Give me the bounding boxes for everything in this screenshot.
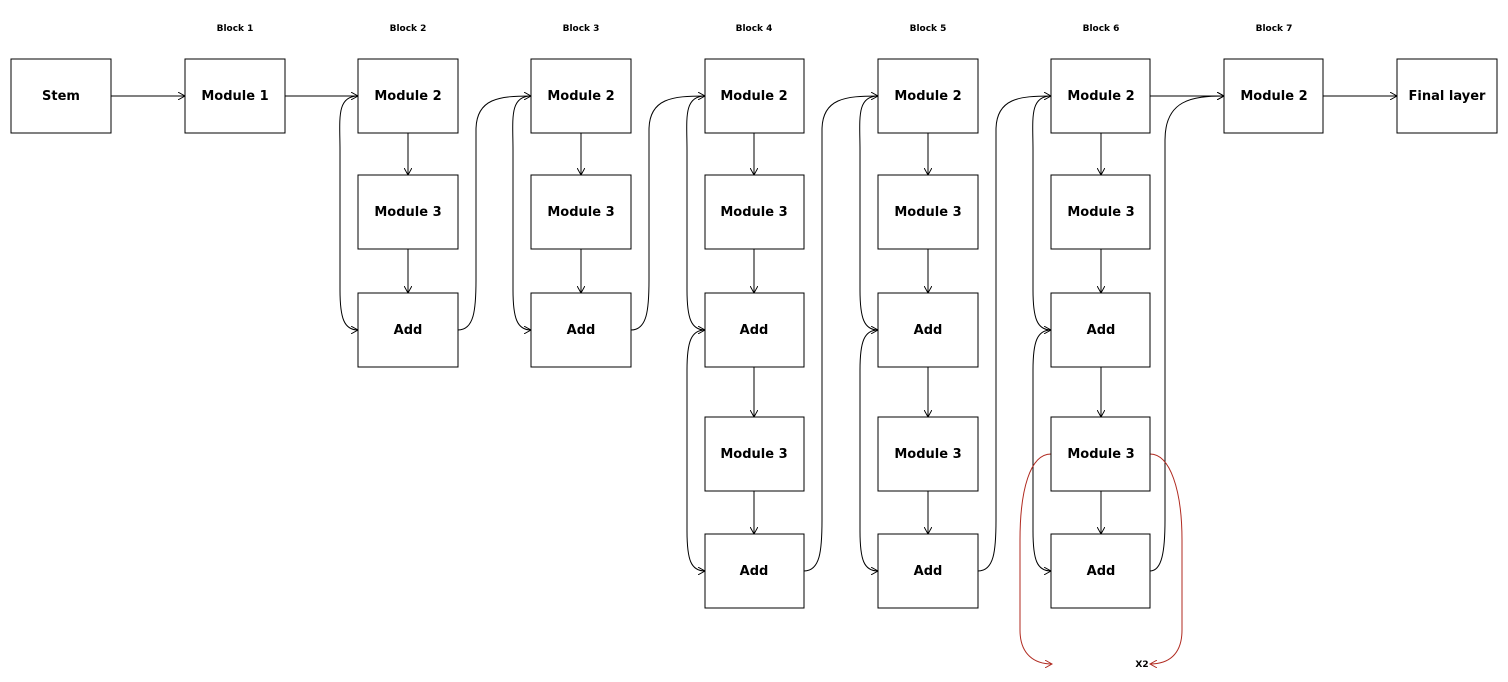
- repeat-loop-right: [1150, 453, 1183, 664]
- edge-b6-skip2: [1032, 329, 1051, 571]
- node-label: Final layer: [1409, 89, 1486, 104]
- node-label: Module 3: [547, 205, 614, 220]
- node-block4-add-b: Add: [704, 533, 805, 609]
- node-label: Module 3: [1067, 447, 1134, 462]
- node-label: Module 2: [374, 89, 441, 104]
- block-labels: Block 1 Block 2 Block 3 Block 4 Block 5 …: [217, 24, 1293, 34]
- node-block3-module2: Module 2: [530, 58, 632, 134]
- node-block6-add-b: Add: [1050, 533, 1151, 609]
- block-label-5: Block 5: [910, 24, 947, 34]
- node-block3-add: Add: [530, 292, 632, 368]
- edge-b4-skip2: [686, 329, 705, 571]
- edge-b4-add-to-b5: [803, 96, 878, 572]
- node-label: Module 1: [201, 89, 268, 104]
- block-label-6: Block 6: [1083, 24, 1120, 34]
- edge-b3-skip: [512, 95, 531, 330]
- node-block5-add-b: Add: [877, 533, 979, 609]
- node-label: Add: [914, 564, 943, 579]
- node-block2-module3: Module 3: [357, 174, 459, 250]
- node-label: Add: [394, 323, 423, 338]
- block-label-2: Block 2: [390, 24, 427, 34]
- node-label: Module 3: [720, 205, 787, 220]
- edge-b5-add-to-b6: [977, 96, 1051, 572]
- edge-b6-skip1: [1032, 95, 1051, 330]
- node-label: Add: [1087, 564, 1116, 579]
- node-block6-module3-b: Module 3: [1050, 416, 1151, 492]
- node-block7-module2: Module 2: [1223, 58, 1324, 134]
- node-label: Add: [567, 323, 596, 338]
- node-label: Module 3: [894, 205, 961, 220]
- node-label: Module 2: [1067, 89, 1134, 104]
- node-label: Module 2: [720, 89, 787, 104]
- node-block2-add: Add: [357, 292, 459, 368]
- node-block4-add-a: Add: [704, 292, 805, 368]
- block-label-7: Block 7: [1256, 24, 1293, 34]
- node-block5-module3-a: Module 3: [877, 174, 979, 250]
- node-label: Module 3: [894, 447, 961, 462]
- node-stem: Stem: [10, 58, 112, 134]
- node-label: Add: [1087, 323, 1116, 338]
- node-label: Add: [740, 564, 769, 579]
- block-label-4: Block 4: [736, 24, 773, 34]
- node-label: Module 3: [720, 447, 787, 462]
- node-block6-module2: Module 2: [1050, 58, 1151, 134]
- node-label: Add: [740, 323, 769, 338]
- edge-b2-skip: [339, 95, 358, 330]
- node-block4-module2: Module 2: [704, 58, 805, 134]
- node-block2-module2: Module 2: [357, 58, 459, 134]
- node-label: Module 2: [1240, 89, 1307, 104]
- node-final-layer: Final layer: [1396, 58, 1498, 134]
- node-label: Stem: [42, 89, 80, 104]
- repeat-loop-left: [1019, 453, 1052, 664]
- node-block3-module3: Module 3: [530, 174, 632, 250]
- node-block6-add-a: Add: [1050, 292, 1151, 368]
- node-label: Module 3: [374, 205, 441, 220]
- edge-b3-add-to-b4: [630, 96, 705, 331]
- nodes: Stem Module 1 Module 2 Module 3 Add Modu…: [10, 58, 1498, 609]
- repeat-count-label: X2: [1135, 660, 1148, 670]
- node-label: Module 3: [1067, 205, 1134, 220]
- node-block1-module1: Module 1: [184, 58, 286, 134]
- node-block4-module3-b: Module 3: [704, 416, 805, 492]
- edge-b5-skip1: [859, 95, 878, 330]
- edge-b2-add-to-b3: [457, 96, 531, 331]
- node-block5-module2: Module 2: [877, 58, 979, 134]
- node-block6-module3-a: Module 3: [1050, 174, 1151, 250]
- node-label: Module 2: [894, 89, 961, 104]
- edge-b5-skip2: [859, 329, 878, 571]
- node-block5-add-a: Add: [877, 292, 979, 368]
- edges: [111, 96, 1397, 664]
- node-block4-module3-a: Module 3: [704, 174, 805, 250]
- node-label: Module 2: [547, 89, 614, 104]
- node-label: Add: [914, 323, 943, 338]
- block-label-1: Block 1: [217, 24, 254, 34]
- edge-b4-skip1: [686, 95, 705, 330]
- edge-b6-add-to-b7: [1149, 96, 1224, 572]
- node-block5-module3-b: Module 3: [877, 416, 979, 492]
- block-label-3: Block 3: [563, 24, 600, 34]
